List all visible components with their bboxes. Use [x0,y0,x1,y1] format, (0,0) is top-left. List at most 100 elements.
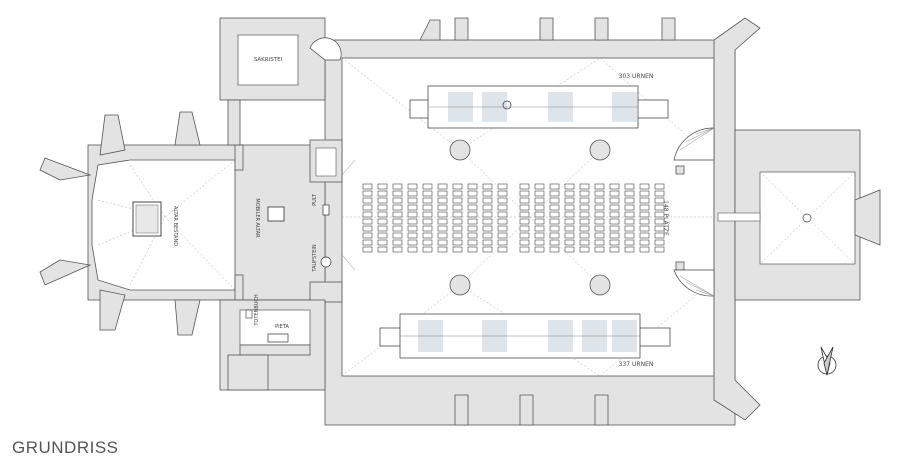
pew-seat [362,239,373,246]
pew-seat [549,225,560,232]
pew-seat [437,225,448,232]
choir [39,111,343,336]
pew-seat [362,246,373,253]
pew-seat [452,204,463,211]
pew-seat [362,204,373,211]
label-mobile-altar: MOBILER ALTAR [254,198,260,238]
pew-seat [549,197,560,204]
pew-seat [437,232,448,239]
pew-seat [519,225,530,232]
pew-seat [392,218,403,225]
pew-seat [377,197,388,204]
pew-seat [497,232,508,239]
pew-seat [564,246,575,253]
pew-seat [579,197,590,204]
label-pieta: PIETA [275,324,289,330]
pew-seat [639,225,650,232]
pew-seat [407,246,418,253]
pew-seat [594,232,605,239]
label-urns-south: 337 URNEN [619,361,654,368]
pew-seat [624,204,635,211]
pew-seat [564,232,575,239]
pew-seat [407,204,418,211]
pew-seat [564,190,575,197]
pew-seat [437,183,448,190]
label-altar-existing: ALTAR BESTAND [172,206,178,246]
pew-seat [482,190,493,197]
pew-seat [594,218,605,225]
pew-seat [467,183,478,190]
urn-wall-south [379,313,671,359]
pew-seat [407,190,418,197]
pew-seat [639,204,650,211]
pew-seat [497,190,508,197]
pew-seat [519,204,530,211]
pew-seat [564,197,575,204]
pew-seat [564,218,575,225]
pew-seat [422,239,433,246]
pew-seat [377,239,388,246]
pew-seat [594,211,605,218]
pew-seat [467,204,478,211]
pew-seat [392,183,403,190]
pew-seat [624,225,635,232]
pew-seat [624,197,635,204]
pew-seat [639,197,650,204]
sakristei [219,17,342,146]
pew-seat [654,183,665,190]
south-annex [219,299,326,391]
label-taufstein: TAUFSTEIN [312,244,318,272]
pew-seat [534,211,545,218]
pew-seat [519,197,530,204]
pew-seat [437,211,448,218]
pew-seat [437,197,448,204]
pew-seat [579,232,590,239]
pew-seat [392,225,403,232]
label-seats: 148 PLÄTZE [662,200,669,236]
pew-seat [377,183,388,190]
pew-seat [609,246,620,253]
pew-seat [519,190,530,197]
pew-seat [392,190,403,197]
pew-seat [362,197,373,204]
pew-seat [437,190,448,197]
pew-seat [377,204,388,211]
pew-seat [452,183,463,190]
pew-seat [362,225,373,232]
pew-seat [624,183,635,190]
pew-seat [549,218,560,225]
pew-seat [497,204,508,211]
pew-seat [549,211,560,218]
pew-seat [497,197,508,204]
pew-seat [594,239,605,246]
pew-seat [654,211,665,218]
pew-seat [534,218,545,225]
pew-seat [579,225,590,232]
pew-seat [609,239,620,246]
pew-seat [654,204,665,211]
pew-seat [654,225,665,232]
pew-seat [534,232,545,239]
pew-seat [624,190,635,197]
pew-seat [534,197,545,204]
pew-seat [467,239,478,246]
pew-seat [422,246,433,253]
pew-seat [594,225,605,232]
pew-seat [519,218,530,225]
pew-seat [452,232,463,239]
pew-seat [362,232,373,239]
pew-seat [564,225,575,232]
pew-seat [467,218,478,225]
pew-seat [377,190,388,197]
pew-seat [422,197,433,204]
pew-seat [467,232,478,239]
pew-seat [609,225,620,232]
pew-seat [392,204,403,211]
pew-seat [437,204,448,211]
pew-seat [437,239,448,246]
pew-seat [609,232,620,239]
label-totenbuch: TOTENBUCH [254,294,260,327]
pew-seat [654,190,665,197]
plan-caption: GRUNDRISS [12,438,119,457]
pew-seat [654,197,665,204]
